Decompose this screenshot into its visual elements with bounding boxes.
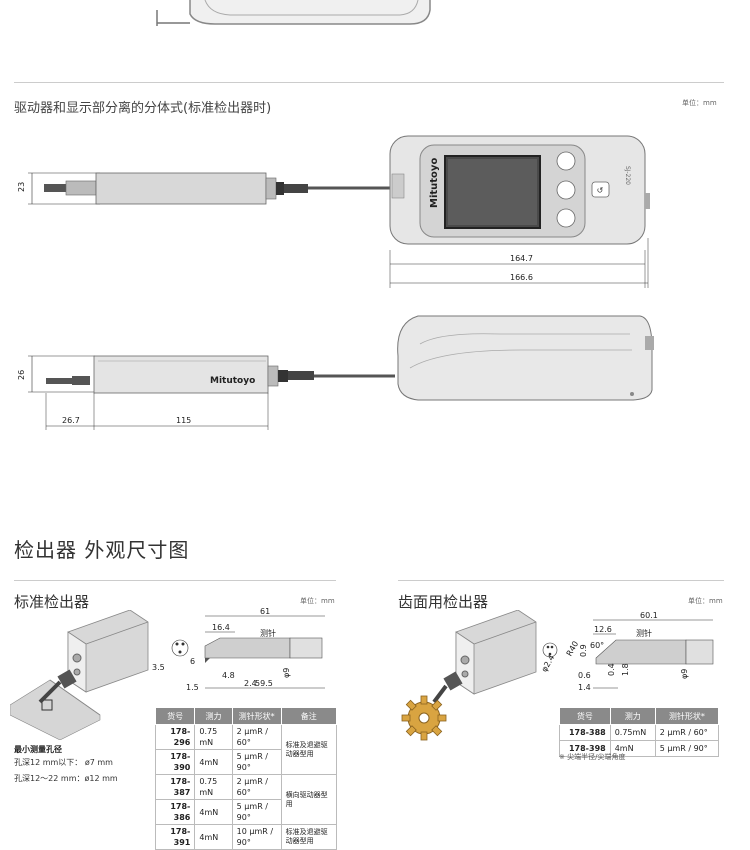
table-row: 178-388 0.75mN 2 μmR / 60°	[559, 724, 720, 741]
gear-footnote: ※ 尖端半径/尖端角度	[559, 753, 626, 761]
dim-2-4: 2.4	[244, 679, 257, 688]
stylus-label: 测针	[260, 628, 276, 638]
table-row: 178-390 4mN 5 μmR / 90°	[154, 749, 337, 775]
model-label: SJ-220	[624, 166, 631, 185]
detector-top-view	[28, 172, 390, 205]
dim-26-7: 26.7	[62, 416, 80, 425]
standard-detector-title: 标准检出器	[14, 593, 90, 611]
dim-60-1: 60.1	[640, 611, 658, 620]
gear-col-force: 测力	[609, 707, 656, 725]
gear-icon	[401, 695, 447, 741]
gear-detector-illustration	[401, 610, 537, 741]
gear-col-part-no: 货号	[559, 707, 611, 725]
gear-spec-table: 货号 测力 测针形状* 178-388 0.75mN 2 μmR / 60° 1…	[559, 707, 720, 757]
cropped-device-illustration	[156, 0, 431, 26]
dim-phi9: φ9	[282, 668, 291, 678]
standard-detector-illustration	[10, 610, 149, 740]
display-unit-side	[397, 315, 654, 401]
table-row: 178-398 4mN 5 μmR / 90°	[559, 740, 720, 757]
divider-left	[14, 580, 336, 581]
dim-166-6: 166.6	[510, 273, 533, 282]
table-row: 178-391 4mN 10 μmR / 90° 标准及退避驱动器型用	[154, 824, 338, 850]
dim-23: 23	[17, 182, 26, 192]
unit-label-gear: 单位：mm	[688, 597, 723, 605]
dim-0-6: 0.6	[578, 671, 591, 680]
unit-label: 单位：mm	[682, 99, 717, 107]
min-hole-line-1: 孔深12 mm以下： ø7 mm	[14, 758, 113, 767]
dim-61: 61	[260, 608, 270, 616]
separate-type-drawing: 23 Mitutoyo ↺ SJ-220 164.7 166.6 Mitutoy…	[17, 135, 654, 430]
dim-phi2-4: φ2.4	[540, 653, 557, 673]
table-row: 178-387 0.75 mN 2 μmR / 60° 横向驱动器型用	[154, 774, 338, 825]
dim-r40: R40	[565, 640, 581, 658]
table-row: 178-296 0.75 mN 2 μmR / 60° 标准及退避驱动器型用	[154, 724, 338, 775]
col-force: 测力	[194, 707, 233, 725]
gear-stylus-label: 测针	[636, 628, 652, 638]
col-part-no: 货号	[154, 707, 196, 725]
dim-0-9: 0.9	[579, 644, 588, 657]
dim-12-6: 12.6	[594, 625, 612, 634]
dim-16-4: 16.4	[212, 623, 230, 632]
gear-stylus-drawing: 60.1 12.6 测针 φ2.4 R40 0.9 60° φ9 0.6 0.4…	[540, 611, 714, 692]
dim-3-5: 3.5	[152, 663, 165, 672]
col-tip: 测针形状*	[231, 707, 282, 725]
unit-label-standard: 单位：mm	[300, 597, 335, 605]
col-note: 备注	[280, 707, 338, 725]
divider	[14, 82, 724, 83]
standard-spec-table: 货号 测力 测针形状* 备注 178-296 0.75 mN 2 μmR / 6…	[154, 707, 338, 850]
min-hole-title: 最小测量孔径	[14, 745, 62, 754]
gear-dim-phi9: φ9	[680, 669, 689, 679]
gear-col-tip: 测针形状*	[654, 707, 720, 725]
dim-59-5: 59.5	[255, 679, 273, 688]
dim-164-7: 164.7	[510, 254, 533, 263]
dim-26: 26	[17, 370, 26, 380]
brand-logo-side: Mitutoyo	[210, 376, 255, 386]
detector-side-view: Mitutoyo	[28, 355, 395, 394]
display-unit-front: Mitutoyo ↺ SJ-220	[389, 135, 650, 245]
dim-4-8: 4.8	[222, 671, 235, 680]
dim-1-5: 1.5	[186, 683, 199, 692]
brand-logo: Mitutoyo	[429, 158, 440, 208]
separate-type-title: 驱动器和显示部分离的分体式(标准检出器时)	[14, 101, 272, 116]
detector-heading: 检出器 外观尺寸图	[14, 538, 190, 562]
dim-1-8: 1.8	[621, 663, 630, 676]
standard-stylus-drawing: 61 16.4 测针 3.5 6 4.8 2.4 φ9 1.5 59.5	[152, 608, 325, 692]
svg-text:↺: ↺	[597, 186, 604, 195]
dim-6: 6	[190, 657, 195, 666]
dim-60deg: 60°	[590, 641, 604, 650]
dim-0-4: 0.4	[607, 663, 616, 676]
divider-right	[398, 580, 724, 581]
gear-detector-title: 齿面用检出器	[398, 593, 489, 611]
dim-115: 115	[176, 416, 191, 425]
min-hole-line-2: 孔深12～22 mm：ø12 mm	[14, 774, 118, 783]
dim-1-4: 1.4	[578, 683, 591, 692]
